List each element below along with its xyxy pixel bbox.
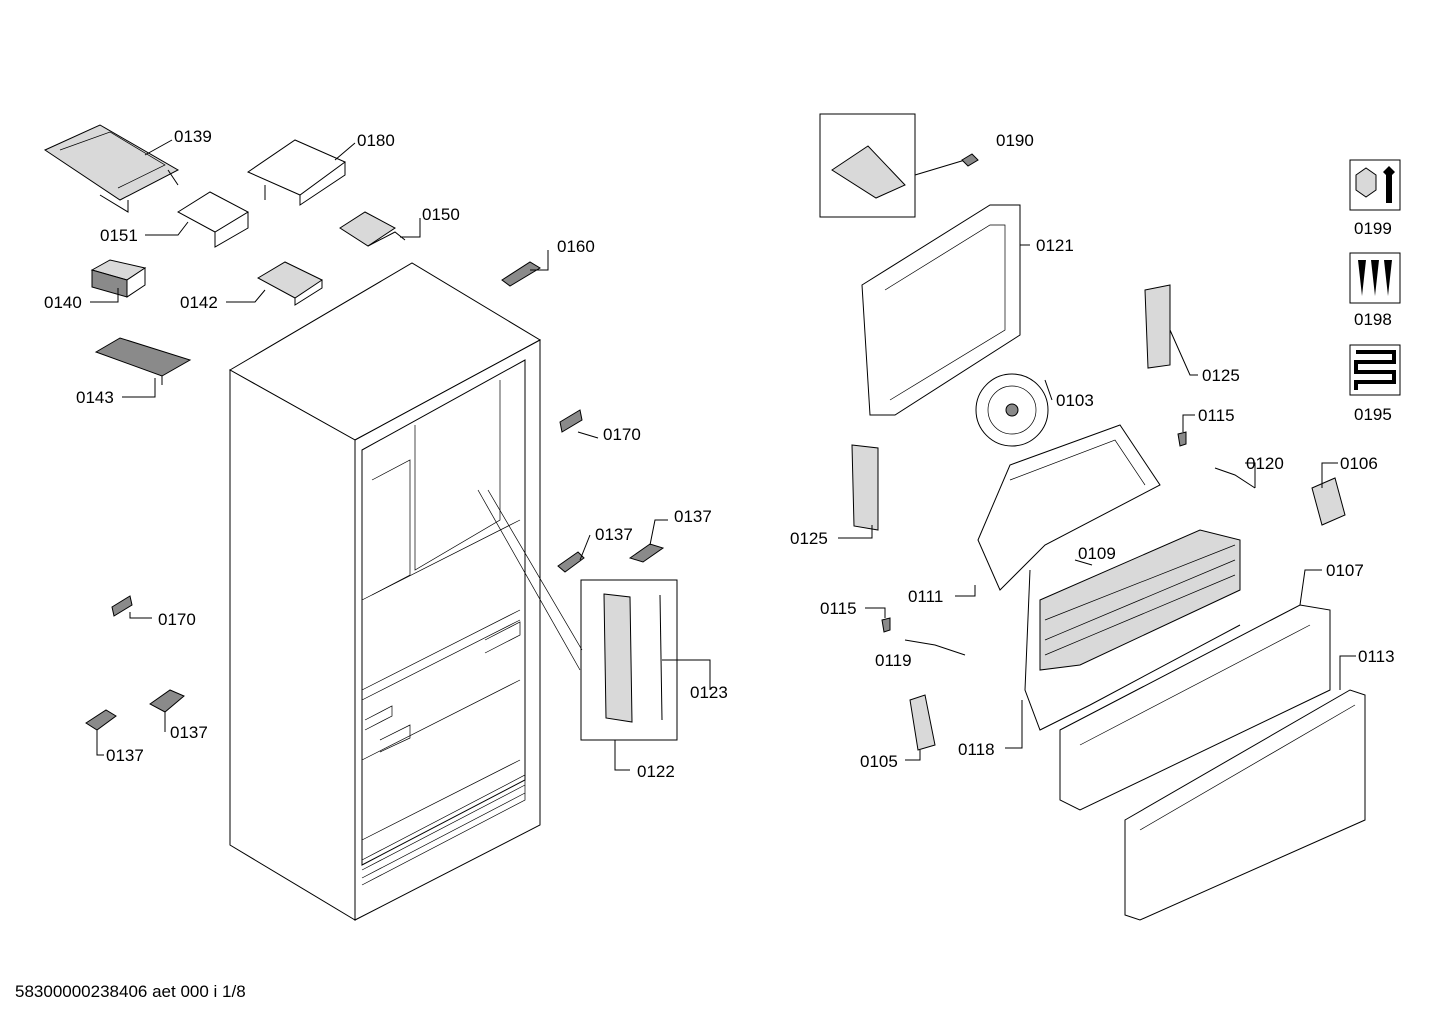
part-0180-cover <box>246 139 346 206</box>
label-0121: 0121 <box>1036 236 1074 255</box>
label-0125-lower: 0125 <box>790 529 828 548</box>
part-0115-clip-lower <box>881 617 891 633</box>
label-0151: 0151 <box>100 226 138 245</box>
label-0106: 0106 <box>1340 454 1378 473</box>
label-0137-d: 0137 <box>106 746 144 765</box>
label-0190: 0190 <box>996 131 1034 150</box>
label-0170-upper: 0170 <box>603 425 641 444</box>
part-0140-box <box>90 259 147 298</box>
label-0103: 0103 <box>1056 391 1094 410</box>
heating-coil-icon <box>1349 344 1401 396</box>
part-0109-evaporator <box>1039 529 1241 671</box>
part-0137-clip-b <box>628 543 665 563</box>
part-0103-fan <box>975 373 1049 447</box>
wrench-nut-icon <box>1349 159 1401 211</box>
label-0107: 0107 <box>1326 561 1364 580</box>
part-0105-part <box>909 694 936 751</box>
label-0170-lower: 0170 <box>158 610 196 629</box>
part-0119-sensor <box>904 639 966 656</box>
label-0115-upper: 0115 <box>1198 406 1235 425</box>
label-0122: 0122 <box>637 762 675 781</box>
label-0140: 0140 <box>44 293 82 312</box>
document-id-footer: 58300000238406 aet 000 i 1/8 <box>15 982 246 1001</box>
part-0106-block <box>1311 477 1346 526</box>
label-0118: 0118 <box>958 740 995 759</box>
leader-lines <box>90 139 1356 771</box>
label-0125-upper: 0125 <box>1202 366 1240 385</box>
part-0151-plate <box>177 191 250 248</box>
label-0199: 0199 <box>1354 219 1392 238</box>
label-0109: 0109 <box>1078 544 1116 563</box>
label-0143: 0143 <box>76 388 114 407</box>
part-0143-board <box>94 337 192 385</box>
part-0125-duct-lower <box>851 444 879 531</box>
label-0123: 0123 <box>690 683 728 702</box>
label-0198: 0198 <box>1354 310 1392 329</box>
label-0195: 0195 <box>1354 405 1392 424</box>
part-0115-clip-upper <box>1177 431 1187 447</box>
label-0111: 0111 <box>908 587 943 606</box>
label-0113: 0113 <box>1358 647 1395 666</box>
label-0160: 0160 <box>557 237 595 256</box>
label-0137-a: 0137 <box>595 525 633 544</box>
screws-icon <box>1349 252 1401 304</box>
label-0115-lower: 0115 <box>820 599 857 618</box>
label-0142: 0142 <box>180 293 218 312</box>
part-0111-evaporator-cover <box>977 424 1161 591</box>
part-0139-cover-plate <box>43 124 180 213</box>
label-0150: 0150 <box>422 205 460 224</box>
part-0190-inset <box>819 113 979 218</box>
part-0150-module <box>339 211 406 247</box>
part-0125-duct-upper <box>1144 284 1171 369</box>
label-0120: 0120 <box>1246 454 1284 473</box>
part-0120-sensor <box>1214 467 1256 489</box>
part-0160-clip <box>501 261 541 287</box>
cabinet-housing <box>228 262 583 921</box>
part-0113-back-panel <box>1124 689 1366 921</box>
part-0170-clip-lower <box>111 595 133 617</box>
part-0142-housing <box>256 261 324 306</box>
part-0170-clip-upper <box>559 409 583 433</box>
label-0139: 0139 <box>174 127 212 146</box>
part-0121-fan-housing <box>861 204 1021 416</box>
label-0137-b: 0137 <box>674 507 712 526</box>
part-labels: 0139 0180 0151 0150 0160 0140 0142 0143 … <box>44 127 1395 781</box>
part-0137-clip-a <box>557 551 585 573</box>
part-0122-seal-kit <box>580 579 678 741</box>
part-0137-clip-d <box>85 709 117 731</box>
label-0119: 0119 <box>875 651 912 670</box>
part-0137-clip-c <box>149 689 185 713</box>
label-0180: 0180 <box>357 131 395 150</box>
part-0118-heater <box>1024 569 1241 731</box>
label-0137-c: 0137 <box>170 723 208 742</box>
label-0105: 0105 <box>860 752 898 771</box>
